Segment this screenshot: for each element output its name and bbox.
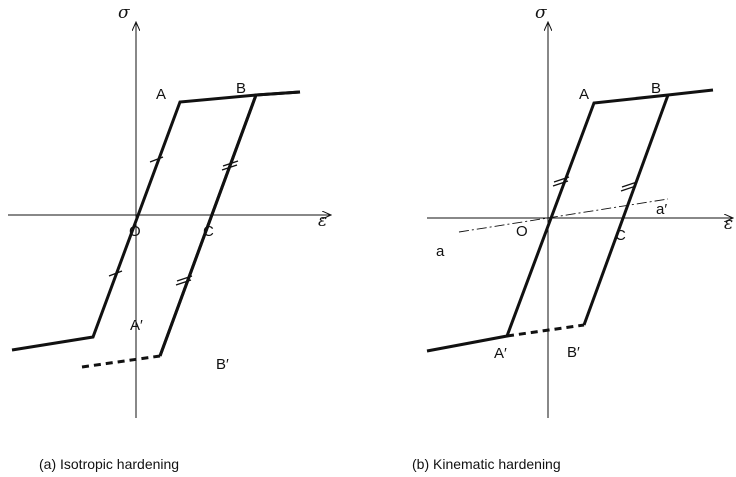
point-B-prime-label-a: B′ — [216, 356, 229, 373]
loading-path-a — [158, 90, 301, 357]
tick-double-upper-left-b — [552, 176, 570, 187]
elastic-branch-b — [426, 88, 714, 353]
sigma-label-b: σ — [535, 3, 547, 23]
point-a-label-b: a — [436, 243, 445, 260]
point-O-label-a: O — [129, 223, 141, 240]
point-C-label-b: C — [615, 227, 626, 244]
elastic-branch-a — [11, 90, 301, 352]
point-B-label-b: B — [651, 80, 661, 97]
panel-isotropic: σ ε A B O C A′ B′ (a) Isotropic hardenin… — [8, 3, 331, 472]
epsilon-label-a: ε — [318, 211, 327, 231]
reverse-yield-dashed-b — [506, 323, 585, 338]
point-B-prime-label-b: B′ — [567, 344, 580, 361]
tick-single-upper-a — [149, 156, 164, 163]
point-C-label-a: C — [203, 223, 214, 240]
unloading-line-a — [158, 94, 258, 357]
caption-b: (b) Kinematic hardening — [412, 456, 561, 472]
point-B-label-a: B — [236, 80, 246, 97]
tick-double-lower-a — [175, 275, 193, 286]
point-A-prime-label-a: A′ — [130, 317, 143, 334]
point-a-prime-label-b: a′ — [656, 201, 667, 218]
tick-double-upper-a — [221, 160, 239, 171]
caption-a: (a) Isotropic hardening — [39, 456, 179, 472]
unloading-line-b — [582, 94, 670, 326]
panel-kinematic: σ ε A B O C a a′ A′ B′ (b) Kinematic har… — [412, 3, 733, 472]
epsilon-label-b: ε — [724, 214, 733, 234]
reverse-yield-dashed-a — [81, 354, 161, 369]
sigma-label-a: σ — [118, 3, 130, 23]
point-A-prime-label-b: A′ — [494, 345, 507, 362]
point-A-label-a: A — [156, 86, 166, 103]
kinematic-center-line — [458, 198, 669, 233]
tick-double-upper-right-b — [620, 181, 638, 192]
point-A-label-b: A — [579, 86, 589, 103]
tick-single-lower-a — [108, 270, 123, 277]
point-O-label-b: O — [516, 223, 528, 240]
